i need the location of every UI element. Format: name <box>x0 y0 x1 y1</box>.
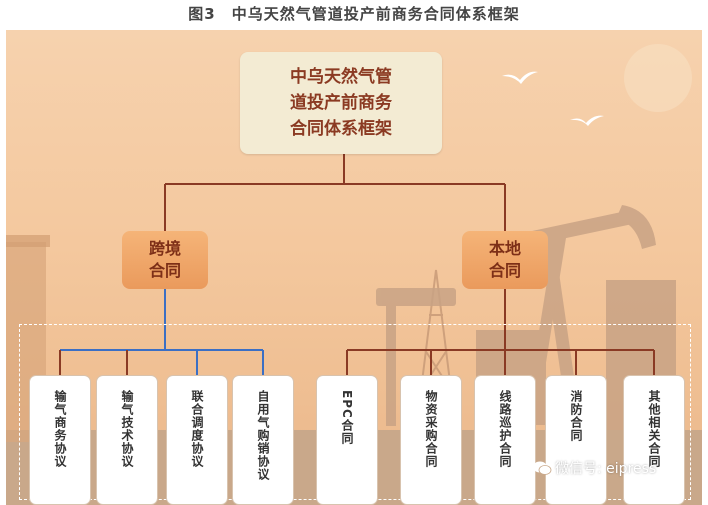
watermark: 微信号: eipress <box>532 458 656 478</box>
branch-cross-border: 跨境合同 <box>122 231 208 289</box>
figure-caption: 图3 中乌天然气管道投产前商务合同体系框架 <box>188 5 520 23</box>
branch-label: 跨境合同 <box>148 239 181 280</box>
root-node-label: 中乌天然气管 道投产前商务 合同体系框架 <box>290 67 392 139</box>
branch-local: 本地合同 <box>462 231 548 289</box>
leaf-node: EPC合同 <box>316 375 378 505</box>
leaf-node: 消防合同 <box>545 375 607 505</box>
sun-icon <box>624 44 692 112</box>
leaf-node: 物资采购合同 <box>400 375 462 505</box>
leaf-node: 自用气购销协议 <box>232 375 294 505</box>
wechat-icon <box>533 461 552 475</box>
root-node: 中乌天然气管 道投产前商务 合同体系框架 <box>240 52 442 154</box>
leaf-node: 输气商务协议 <box>29 375 91 505</box>
leaf-node: 其他相关合同 <box>623 375 685 505</box>
bird-icon <box>502 71 538 84</box>
diagram-panel: 中乌天然气管 道投产前商务 合同体系框架 跨境合同 本地合同 输气商务协议 输气… <box>6 30 702 505</box>
connector-lines <box>59 154 655 375</box>
branch-label: 本地合同 <box>488 239 521 280</box>
leaf-node: 输气技术协议 <box>96 375 158 505</box>
leaf-node: 联合调度协议 <box>166 375 228 505</box>
bird-icon <box>570 115 604 126</box>
leaf-node: 线路巡护合同 <box>474 375 536 505</box>
